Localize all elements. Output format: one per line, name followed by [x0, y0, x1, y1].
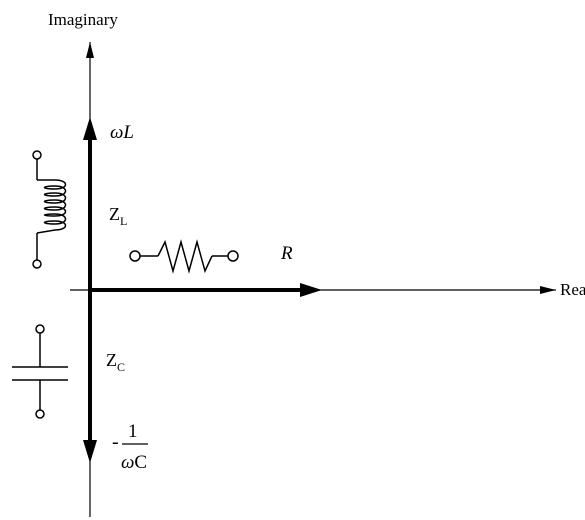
capacitive-reactance-sign: - [112, 431, 119, 453]
real-axis-label: Real [560, 280, 585, 299]
capacitor-impedance-label: ZC [106, 350, 125, 374]
inductive-reactance-arrowhead [83, 117, 97, 140]
resistance-arrowhead [300, 283, 322, 297]
capacitive-reactance-denominator: ωC [121, 452, 147, 473]
imaginary-axis-label: Imaginary [48, 10, 118, 29]
capacitive-reactance-numerator: 1 [128, 421, 138, 442]
capacitor-symbol [12, 324, 68, 419]
inductor-symbol [32, 150, 67, 269]
resistor-symbol [129, 239, 239, 274]
inductive-reactance-label: ωL [110, 122, 134, 143]
inductor-impedance-label: ZL [109, 204, 127, 228]
resistance-label: R [280, 243, 293, 264]
capacitive-reactance-arrowhead [83, 440, 97, 463]
